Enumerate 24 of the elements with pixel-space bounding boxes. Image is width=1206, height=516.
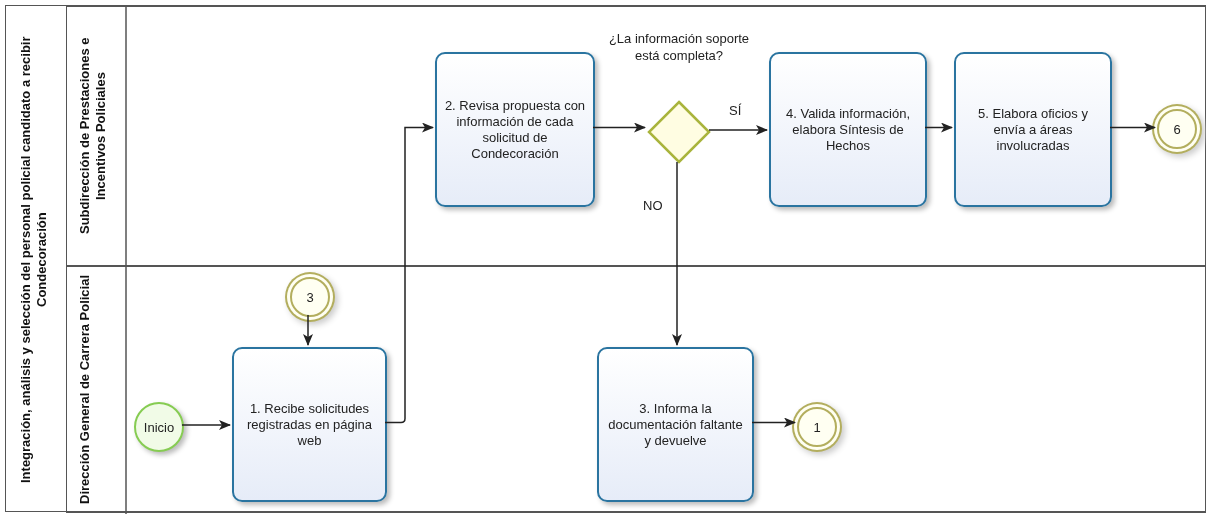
arrow [181, 420, 231, 430]
task-box: 3. Informa la documentación faltante y devuelve [597, 347, 754, 502]
start-event-circle: Inicio [134, 402, 184, 452]
arrow [672, 161, 682, 346]
lane-title: Subdirección de Prestaciones e Incentivos Policiales [77, 36, 109, 237]
lane-title: Dirección General de Carrera Policial [77, 273, 93, 507]
task-box: 2. Revisa propuesta con información de cada solicitud de Condecoración [435, 52, 595, 207]
pool-band [5, 5, 1206, 512]
arrow [924, 122, 953, 133]
edge-label: SÍ [727, 103, 744, 118]
swimlane [66, 6, 1206, 266]
decision-question: ¿La información soporte está completa? [607, 30, 751, 64]
arrow [303, 314, 313, 346]
arrow [384, 122, 434, 424]
arrow [1109, 122, 1156, 133]
arrow [708, 125, 768, 135]
edge-label: NO [641, 198, 665, 213]
swimlane [66, 266, 1206, 513]
task-box: 1. Recibe solicitudes registradas en página web [232, 347, 387, 502]
arrow [751, 417, 796, 428]
pool-title: Integración, análisis y selección del personal policial candidato a recibir Condecoración [18, 35, 50, 485]
task-box: 4. Valida información, elabora Síntesis de Hechos [769, 52, 927, 207]
arrow [592, 122, 646, 133]
task-box: 5. Elabora oficios y envía a áreas involucradas [954, 52, 1112, 207]
